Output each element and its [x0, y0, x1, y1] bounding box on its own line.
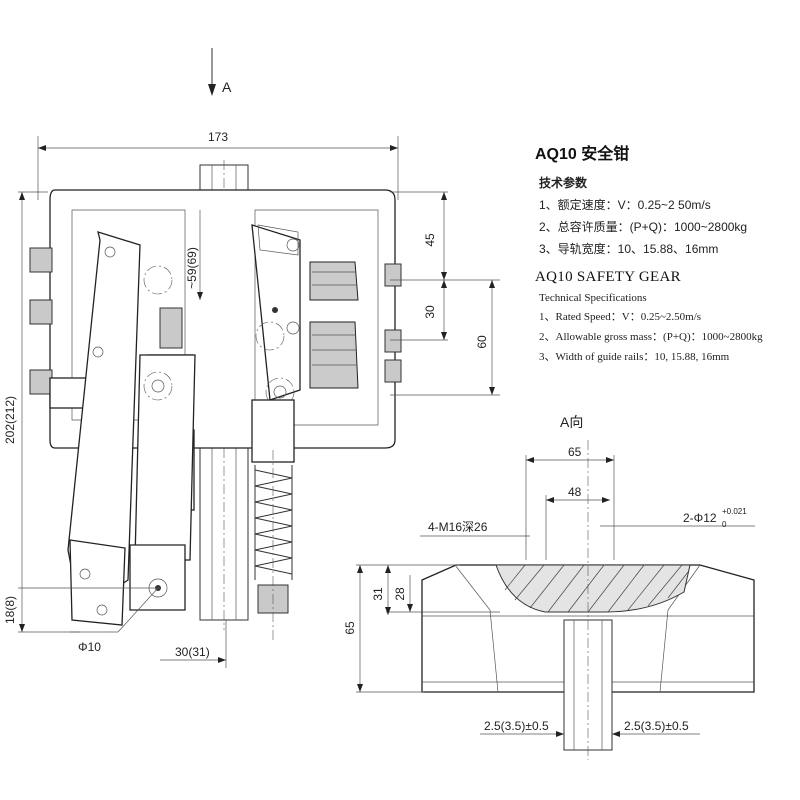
dim-a-65-text: 65 — [568, 445, 582, 459]
spec-title-en: AQ10 SAFETY GEAR — [535, 269, 681, 285]
dim-30-31-text: 30(31) — [175, 645, 210, 659]
dim-173-text: 173 — [208, 130, 228, 144]
dim-59-text: ~59(69) — [185, 247, 199, 289]
spec-subtitle-cn: 技术参数 — [539, 176, 588, 190]
spec-subtitle-en: Technical Specifications — [539, 292, 647, 304]
dim-a-65: 65 — [525, 445, 615, 560]
dim-60-text: 60 — [475, 335, 489, 349]
dim-a-phi12-tol-up: +0.021 — [722, 507, 747, 516]
spring — [251, 399, 295, 640]
dim-59: ~59(69) — [185, 210, 203, 300]
spec-item-en: 3、Width of guide rails：10, 15.88, 16mm — [539, 351, 730, 363]
view-a-label: A向 — [560, 414, 584, 430]
dim-a-phi12-tol-dn: 0 — [722, 520, 727, 529]
wedge-assembly — [251, 224, 359, 407]
dim-phi10: Φ10 — [70, 587, 159, 654]
view-arrow-a: A — [208, 48, 232, 96]
spec-title-cn: AQ10 安全钳 — [535, 146, 630, 163]
spec-item-cn: 1、额定速度：V：0.25~2 50m/s — [539, 198, 711, 212]
dim-a-31-text: 31 — [371, 587, 385, 601]
dim-a-28-text: 28 — [393, 587, 407, 601]
spec-item-cn: 2、总容许质量：(P+Q)：1000~2800kg — [539, 220, 748, 234]
dim-a-m16: 4-M16深26 — [420, 520, 530, 537]
spec-item-en: 1、Rated Speed：V：0.25~2.50m/s — [539, 311, 702, 323]
dim-45-text: 45 — [423, 233, 437, 247]
lever-arm — [67, 231, 141, 626]
dim-a-65-side-text: 65 — [343, 621, 357, 635]
dim-30-31: 30(31) — [160, 620, 227, 668]
dim-a-gaps: 2.5(3.5)±0.5 2.5(3.5)±0.5 — [480, 719, 700, 737]
dim-18-text: 18(8) — [3, 596, 17, 624]
arrow-label: A — [222, 79, 232, 95]
dim-18: 18(8) — [3, 587, 160, 624]
dim-202-text: 202(212) — [3, 396, 17, 444]
view-a: 65 48 4-M16深26 2-Φ12 +0.021 0 — [343, 440, 755, 760]
dim-right-stack: 45 30 60 — [390, 191, 500, 396]
dim-a-48: 48 — [545, 485, 610, 560]
dim-phi10-text: Φ10 — [78, 640, 101, 654]
dim-a-gap-left-text: 2.5(3.5)±0.5 — [484, 719, 549, 733]
dim-a-phi12: 2-Φ12 +0.021 0 — [600, 507, 755, 529]
dim-a-m16-text: 4-M16深26 — [428, 520, 488, 534]
hatched-section — [495, 564, 691, 613]
dim-a-side: 31 28 65 — [343, 564, 500, 693]
dim-173: 173 — [37, 130, 399, 200]
spec-panel: AQ10 安全钳 技术参数 1、额定速度：V：0.25~2 50m/s 2、总容… — [535, 140, 800, 368]
dim-a-48-text: 48 — [568, 485, 582, 499]
dim-30-text: 30 — [423, 305, 437, 319]
dim-a-phi12-text: 2-Φ12 — [683, 511, 717, 525]
dim-202: 202(212) — [3, 191, 80, 633]
spec-item-en: 2、Allowable gross mass：(P+Q)：1000~2800kg — [539, 331, 763, 343]
main-view: 173 — [3, 130, 500, 668]
dim-a-gap-right-text: 2.5(3.5)±0.5 — [624, 719, 689, 733]
linkage — [129, 265, 196, 611]
spec-item-cn: 3、导轨宽度：10、15.88、16mm — [539, 242, 719, 256]
